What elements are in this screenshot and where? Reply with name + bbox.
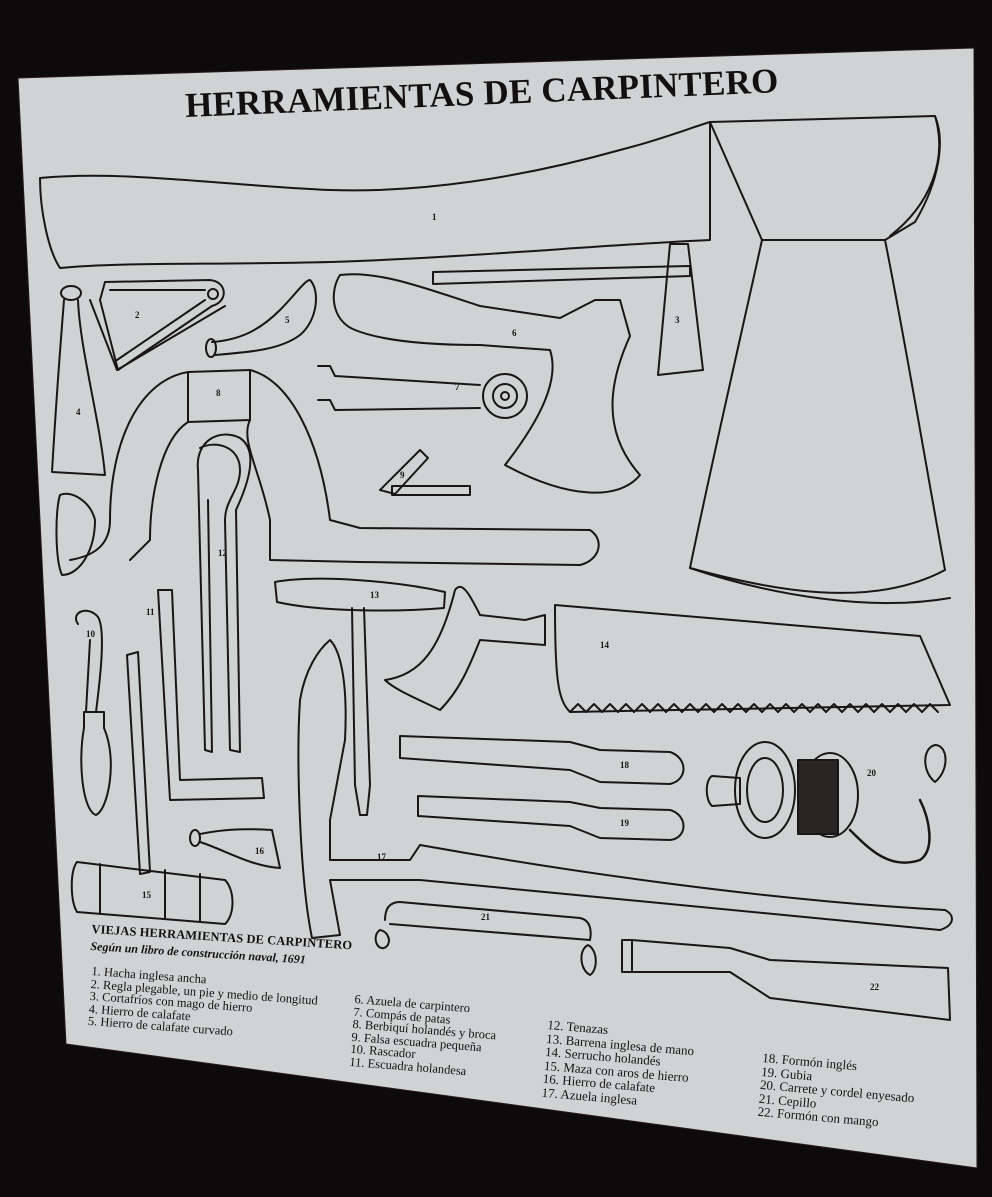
tool-label: 4 bbox=[76, 407, 81, 417]
tool-3-cold-chisel bbox=[432, 243, 704, 376]
tool-6-carpenter-adze bbox=[332, 273, 641, 494]
tool-label: 13 bbox=[370, 590, 380, 600]
tool-2-folding-rule bbox=[89, 279, 226, 371]
tool-label: 2 bbox=[135, 310, 140, 320]
tool-label: 18 bbox=[620, 760, 630, 770]
legend-column-2: 6. Azuela de carpintero 7. Compás de pat… bbox=[349, 992, 499, 1079]
tool-label: 22 bbox=[870, 982, 880, 992]
tool-8-brace-and-bit bbox=[55, 369, 600, 576]
tool-17-english-adze bbox=[297, 639, 953, 939]
tool-19-gouge bbox=[417, 795, 685, 841]
tool-21-drawknife bbox=[374, 901, 597, 976]
tool-7-compass bbox=[317, 365, 528, 419]
tool-11-dutch-square bbox=[157, 589, 265, 801]
tool-label: 8 bbox=[216, 388, 221, 398]
tool-4-caulking-iron bbox=[51, 285, 106, 476]
tool-1-broad-axe bbox=[39, 115, 951, 605]
tool-10-scraper bbox=[75, 609, 112, 816]
tool-18-english-chisel bbox=[399, 735, 685, 785]
tool-label: 14 bbox=[600, 640, 610, 650]
tool-16-caulking-iron bbox=[189, 828, 281, 869]
tool-label: 16 bbox=[255, 846, 265, 856]
tool-22-socket-chisel bbox=[621, 939, 951, 1021]
tool-14-dutch-saw bbox=[384, 585, 951, 713]
tool-label: 9 bbox=[400, 470, 405, 480]
tool-15-maul bbox=[70, 651, 234, 925]
tool-label: 20 bbox=[867, 768, 877, 778]
tool-13-auger bbox=[274, 577, 446, 816]
legend-column-3: 12. Tenazas 13. Barrena inglesa de mano … bbox=[541, 1017, 696, 1111]
tool-9-small-bevel bbox=[379, 449, 471, 496]
tool-12-pincers bbox=[196, 433, 252, 753]
tool-label: 7 bbox=[455, 382, 460, 392]
tool-label: 15 bbox=[142, 890, 152, 900]
tool-5-curved-caulking-iron bbox=[205, 279, 317, 358]
tool-label: 5 bbox=[285, 315, 290, 325]
tool-label: 10 bbox=[86, 629, 96, 639]
tool-label: 6 bbox=[512, 328, 517, 338]
tool-label: 21 bbox=[481, 912, 491, 922]
tool-label: 17 bbox=[377, 852, 387, 862]
tool-label: 1 bbox=[432, 212, 437, 222]
tool-label: 19 bbox=[620, 818, 630, 828]
tool-label: 11 bbox=[146, 607, 155, 617]
tool-20-reel-and-chalk-line bbox=[705, 741, 947, 864]
legend-column-4: 18. Formón inglés 19. Gubia 20. Carrete … bbox=[757, 1050, 917, 1132]
tool-number-labels: 1 2 3 4 5 6 7 8 9 10 11 12 13 14 15 16 1… bbox=[76, 212, 880, 992]
tool-label: 3 bbox=[675, 315, 680, 325]
tool-label: 12 bbox=[218, 548, 228, 558]
